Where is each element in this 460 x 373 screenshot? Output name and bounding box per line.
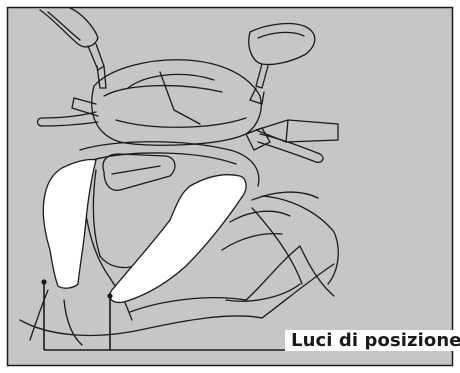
callout-dot-left: [41, 279, 46, 284]
callout-label: Luci di posizione: [285, 330, 460, 351]
callout-dot-right: [107, 293, 112, 298]
